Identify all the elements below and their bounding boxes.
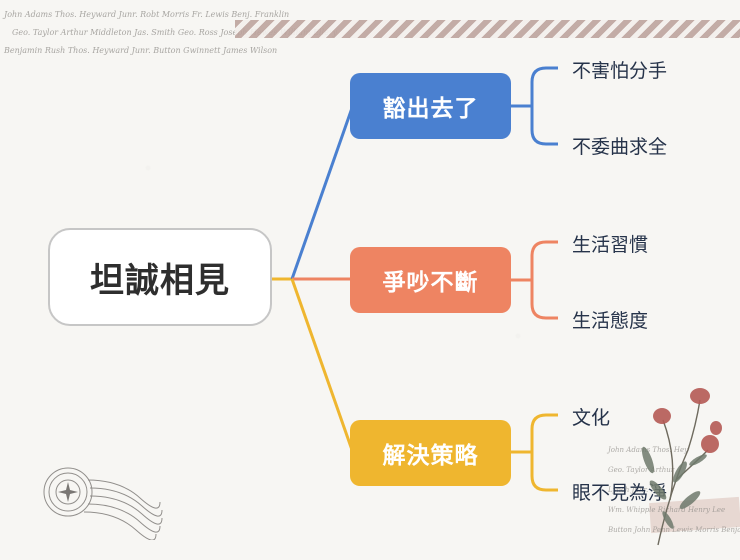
- branch-node-2[interactable]: 爭吵不斷: [350, 247, 511, 313]
- root-node-label: 坦誠相見: [90, 260, 230, 301]
- branch-node-label: 爭吵不斷: [382, 270, 479, 296]
- branch-node-3[interactable]: 解決策略: [350, 420, 511, 486]
- root-node[interactable]: 坦誠相見: [48, 228, 272, 326]
- leaf-node[interactable]: 生活習慣: [572, 234, 649, 256]
- leaf-node[interactable]: 不害怕分手: [572, 60, 668, 82]
- postmark-stamp-icon: [43, 467, 163, 540]
- signature-line: John Adams Thos. Heyward Junr. Robt Morr…: [4, 10, 290, 19]
- branch-node-label: 解決策略: [382, 443, 479, 469]
- leaf-node[interactable]: 不委曲求全: [572, 136, 668, 158]
- flower-illustration-icon: [641, 388, 722, 546]
- bracket-branch-3: [511, 413, 558, 492]
- connector-branch-1: [290, 107, 354, 280]
- leaf-node[interactable]: 文化: [572, 407, 611, 429]
- signature-line: Button John Penn Lewis Morris Benjamin R…: [608, 526, 740, 534]
- signature-line: Geo. Taylor Arthur: [608, 466, 675, 474]
- bracket-branch-2: [511, 240, 558, 320]
- leaf-node[interactable]: 眼不見為淨: [572, 482, 668, 504]
- connector-branch-3: [290, 278, 354, 451]
- branch-node-1[interactable]: 豁出去了: [350, 73, 511, 139]
- signature-decoration: John Adams Thos. Heyward Junr. Robt Morr…: [4, 6, 338, 60]
- branch-node-label: 豁出去了: [382, 96, 479, 122]
- washi-tape-stripe: [235, 20, 740, 38]
- signature-line: Benjamin Rush Thos. Heyward Junr. Button…: [4, 46, 278, 55]
- signature-line: Lynch Junr.: [608, 486, 649, 494]
- signature-line: Geo. Taylor Arthur Middleton Jas. Smith …: [12, 28, 338, 37]
- signature-line: John Adams Thos. Hey: [608, 446, 689, 454]
- leaf-node[interactable]: 生活態度: [572, 310, 649, 332]
- bracket-branch-1: [511, 66, 558, 146]
